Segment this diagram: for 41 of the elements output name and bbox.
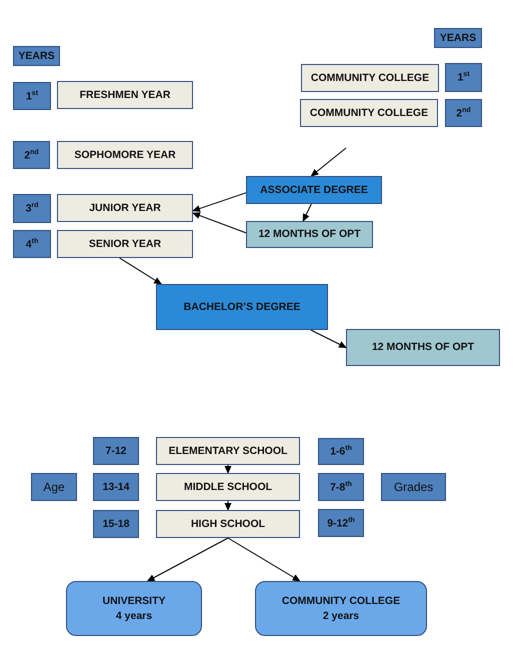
program-box: COMMUNITY COLLEGE [300,99,438,127]
arrow [192,212,246,234]
school-box: MIDDLE SCHOOL [156,473,300,501]
grade-range: 1-6$^{th}$ [318,438,364,465]
program-box: JUNIOR YEAR [57,194,193,222]
degree-box: ASSOCIATE DEGREE [246,176,382,204]
axis-label: Age [31,473,77,501]
axis-label: Grades [381,473,446,501]
arrow [192,192,246,212]
years-header: YEARS [13,46,60,66]
year-number: 4$^{th}$ [13,230,51,258]
year-number: 2$^{nd}$ [445,99,482,127]
grade-range: 7-8$^{th}$ [318,473,364,501]
arrow [119,258,162,285]
program-box: COMMUNITY COLLEGE [301,64,439,92]
arrow [224,464,232,474]
year-number: 1$^{st}$ [445,63,482,92]
arrow [228,538,301,582]
school-box: HIGH SCHOOL [156,510,300,538]
pathway-box: UNIVERSITY 4 years [66,581,202,636]
school-box: ELEMENTARY SCHOOL [156,437,300,465]
age-range: 7-12 [93,437,139,465]
arrow [146,538,228,582]
program-box: FRESHMEN YEAR [57,81,193,109]
year-number: 1$^{st}$ [13,82,51,110]
grade-range: 9-12$^{th}$ [318,509,364,537]
pathway-box: COMMUNITY COLLEGE 2 years [255,581,427,636]
degree-box: BACHELOR’S DEGREE [156,284,328,330]
age-range: 15-18 [93,510,139,538]
year-number: 2$^{nd}$ [13,141,50,169]
program-box: SENIOR YEAR [57,230,193,258]
year-number: 3$^{rd}$ [13,194,51,223]
arrow [224,500,232,511]
opt-box: 12 MONTHS OF OPT [246,221,373,248]
age-range: 13-14 [93,473,139,501]
arrow [302,204,312,222]
program-box: SOPHOMORE YEAR [57,141,193,169]
arrow [310,148,346,177]
arrow [310,330,347,348]
opt-box: 12 MONTHS OF OPT [346,329,500,366]
years-header: YEARS [434,28,482,48]
